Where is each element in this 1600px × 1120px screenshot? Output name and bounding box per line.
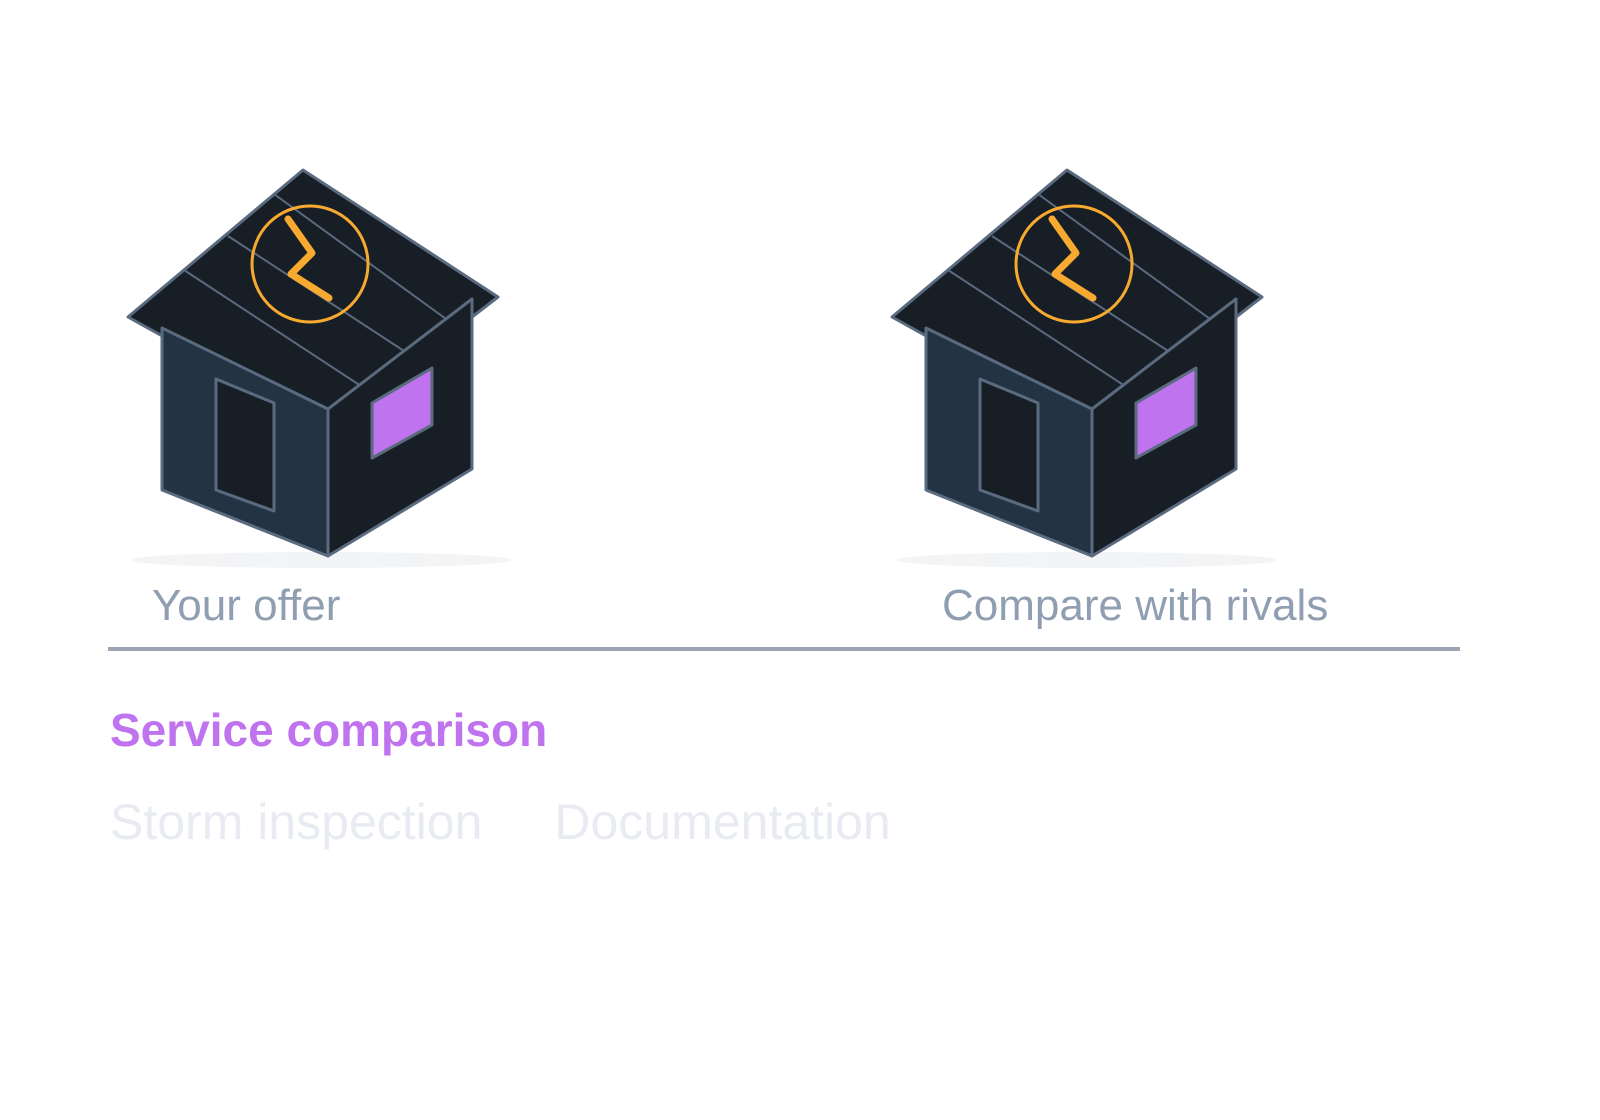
house-clock-icon <box>890 168 1276 568</box>
compare-rivals-label[interactable]: Compare with rivals <box>942 581 1329 630</box>
tab-bar: Storm inspection Documentation <box>110 792 891 852</box>
tab-documentation[interactable]: Documentation <box>554 794 891 850</box>
compare-rivals-option[interactable] <box>876 160 1296 590</box>
section-heading: Service comparison <box>110 704 548 756</box>
your-offer-label[interactable]: Your offer <box>152 581 341 630</box>
tab-storm-inspection[interactable]: Storm inspection <box>110 794 483 850</box>
house-clock-icon <box>126 168 512 568</box>
divider <box>108 647 1460 651</box>
your-offer-option[interactable] <box>112 160 532 590</box>
